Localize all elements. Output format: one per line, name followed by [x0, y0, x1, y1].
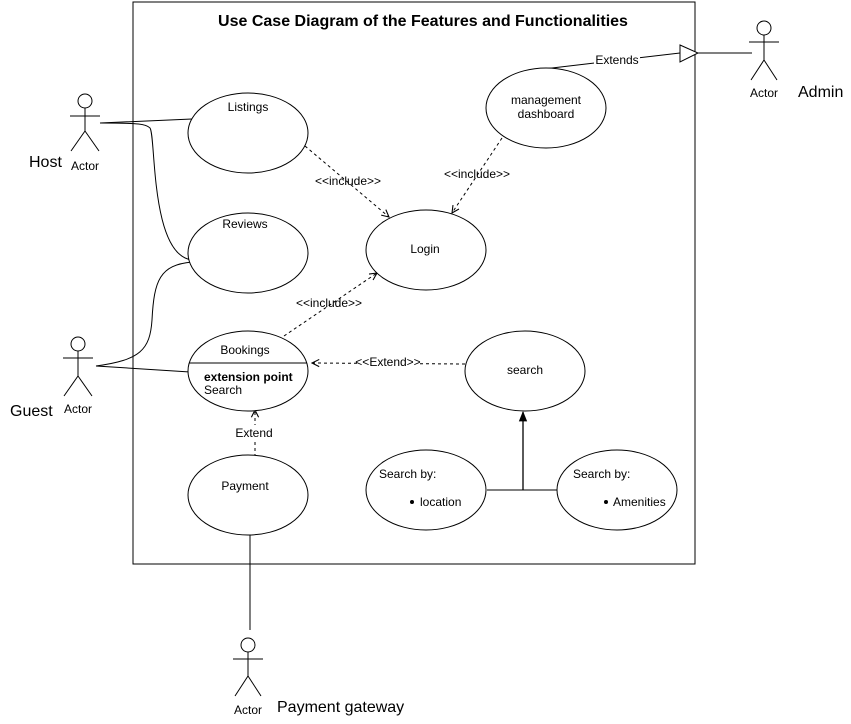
- admin-actor-caption: Actor: [750, 86, 778, 100]
- extend-search-label-backing: [357, 356, 419, 370]
- use-case-listings[interactable]: [187, 92, 309, 174]
- actor-payment-gateway[interactable]: [233, 637, 263, 697]
- host-actor-caption: Actor: [71, 159, 99, 173]
- search-bookings-extend: [312, 363, 466, 364]
- guest-role-label: Guest: [10, 403, 53, 420]
- extends-label-backing: [594, 52, 640, 66]
- host-role-label: Host: [29, 154, 62, 171]
- actor-admin[interactable]: [749, 20, 779, 81]
- extend-payment-label: Extend: [235, 426, 272, 440]
- bookings-label: Bookings: [220, 343, 269, 357]
- guest-reviews-line: [95, 261, 193, 367]
- guest-actor-caption: Actor: [64, 402, 92, 416]
- include-management-label: <<include>>: [444, 167, 510, 181]
- search-amenities-title: Search by:: [573, 467, 630, 481]
- host-listings-line: [99, 118, 193, 124]
- actor-guest[interactable]: [63, 336, 93, 397]
- payment-gateway-role-label: Payment gateway: [277, 699, 404, 716]
- extends-arrowhead: [679, 44, 700, 63]
- actor-head-icon: [70, 336, 86, 352]
- use-case-login[interactable]: [365, 209, 487, 291]
- extend-search-label: <<Extend>>: [355, 355, 420, 369]
- bullet-icon: [604, 500, 608, 504]
- search-location-item: location: [420, 495, 461, 509]
- admin-dashboard-line: [534, 52, 752, 71]
- use-case-search-amenities[interactable]: [556, 449, 678, 531]
- actor-head-icon: [77, 93, 93, 109]
- management-label-line1: management: [511, 93, 582, 107]
- login-label: Login: [410, 242, 439, 256]
- reviews-label: Reviews: [222, 217, 267, 231]
- actor-head-icon: [240, 637, 256, 653]
- search-label: search: [507, 363, 543, 377]
- extends-admin-label: Extends: [595, 53, 638, 67]
- bullet-icon: [410, 500, 414, 504]
- dependency-lines: [255, 137, 503, 457]
- guest-bookings-line: [95, 365, 191, 373]
- extension-point-title: extension point: [204, 370, 293, 384]
- system-boundary: [132, 1, 696, 565]
- extension-point-value: Search: [204, 383, 242, 397]
- listings-label: Listings: [228, 100, 269, 114]
- extend-payment-label-backing: [234, 425, 274, 439]
- use-case-management-dashboard[interactable]: [485, 67, 607, 149]
- bookings-login-include: [283, 273, 377, 337]
- include-listings-label: <<include>>: [315, 174, 381, 188]
- association-lines: [95, 52, 752, 630]
- use-case-reviews[interactable]: [187, 212, 309, 294]
- host-reviews-line: [99, 122, 193, 261]
- actor-host[interactable]: [70, 93, 100, 152]
- payment-label: Payment: [221, 479, 269, 493]
- admin-role-label: Admin: [798, 84, 843, 101]
- payment-actor-caption: Actor: [234, 703, 262, 717]
- search-location-title: Search by:: [379, 467, 436, 481]
- use-case-payment[interactable]: [187, 454, 309, 536]
- management-label-line2: dashboard: [518, 107, 575, 121]
- search-amenities-item: Amenities: [613, 495, 666, 509]
- actor-head-icon: [756, 20, 772, 36]
- use-case-search[interactable]: [464, 330, 586, 412]
- use-case-bookings[interactable]: [187, 330, 309, 412]
- use-case-search-location[interactable]: [365, 449, 487, 531]
- listings-login-include: [304, 145, 389, 217]
- include-bookings-label: <<include>>: [296, 296, 362, 310]
- diagram-title: Use Case Diagram of the Features and Fun…: [218, 13, 628, 30]
